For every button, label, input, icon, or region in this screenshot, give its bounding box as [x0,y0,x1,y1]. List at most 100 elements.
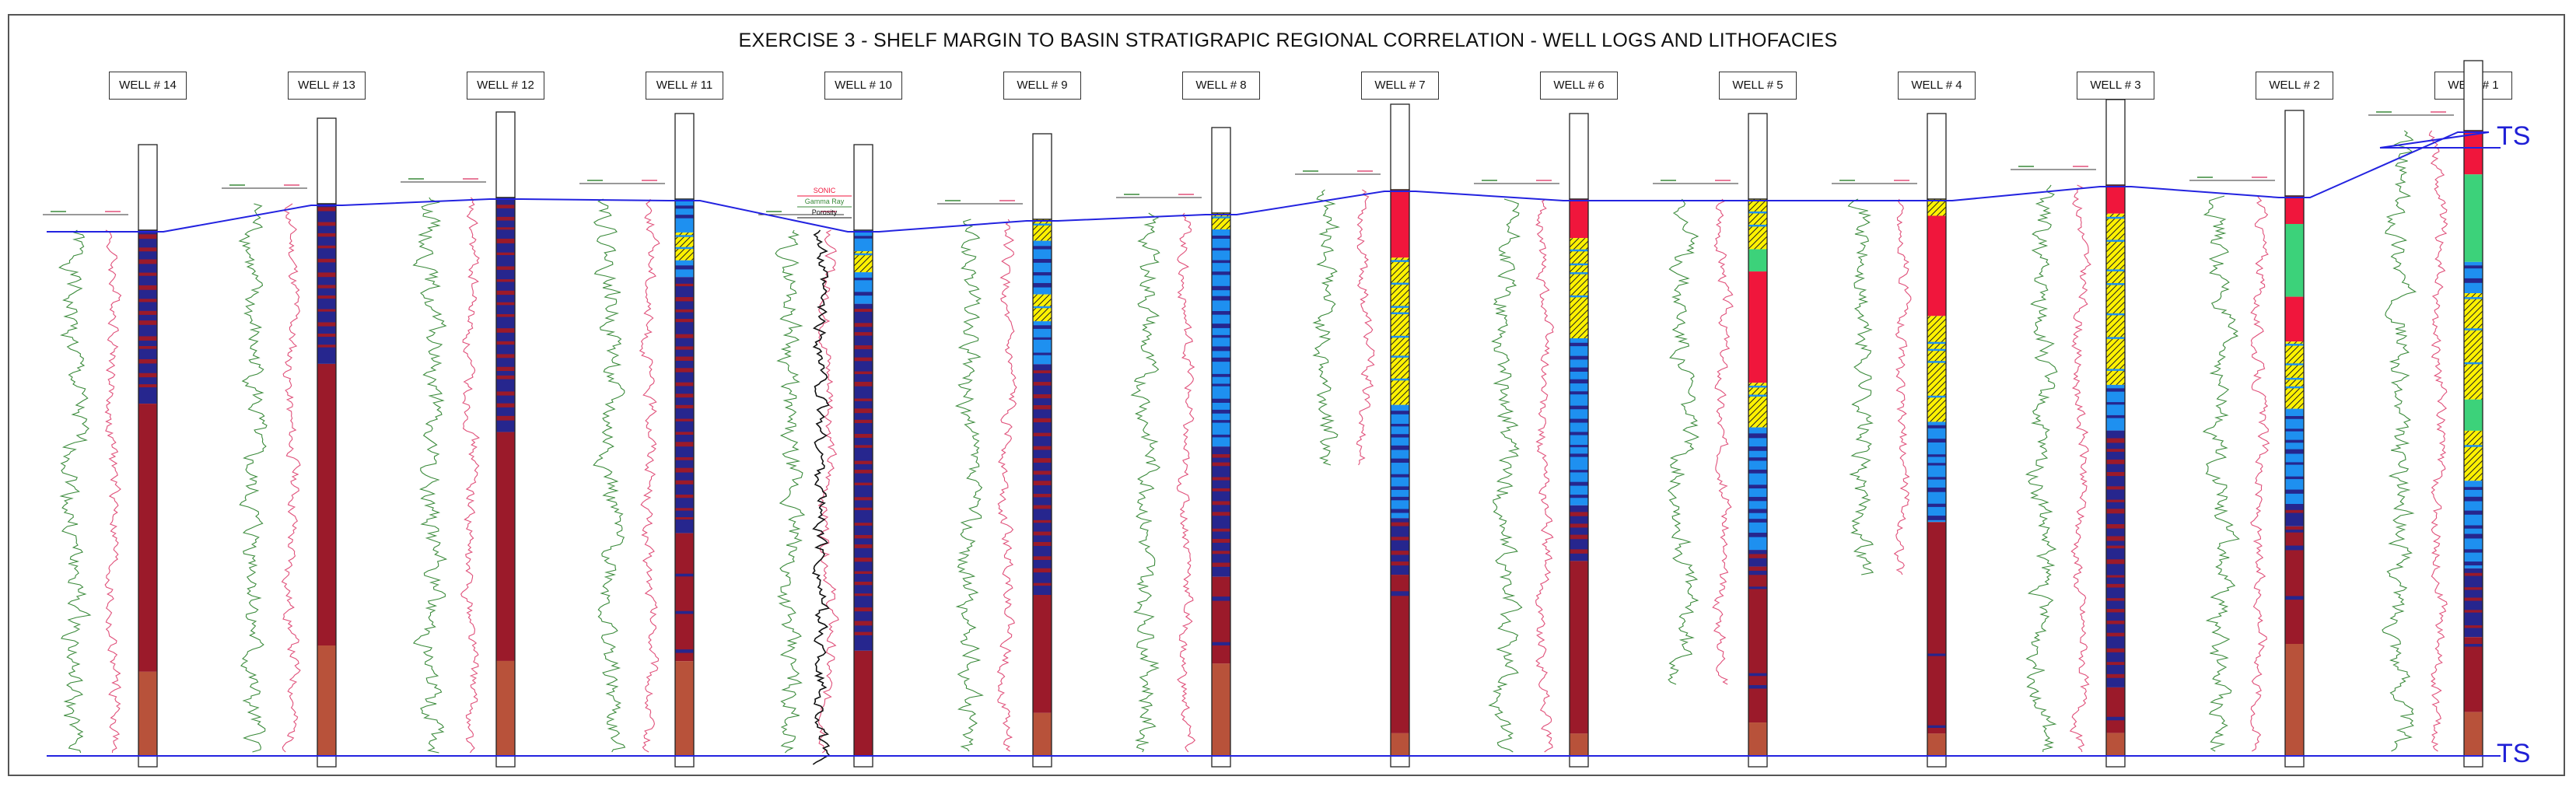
facies-interbed [2106,486,2125,490]
casing-base [1569,755,1589,768]
casing-top [1748,113,1768,200]
facies-interbed [1212,271,1230,275]
facies-interval [138,230,157,404]
facies-interbed [1212,260,1230,264]
facies-interbed [2106,598,2125,601]
facies-interbed [854,607,873,612]
facies-interbed [854,523,873,526]
diagram-title: EXERCISE 3 - SHELF MARGIN TO BASIN STRAT… [738,30,1838,51]
well-column [674,113,695,768]
facies-interval [2106,687,2125,733]
facies-interbed [1748,673,1767,677]
facies-interbed [1927,425,1946,428]
facies-interbed [1927,454,1946,457]
casing-base [2105,755,2126,768]
facies-interbed [317,309,336,312]
facies-interbed [675,495,694,498]
facies-interbed [1033,458,1052,463]
well-column [853,144,873,768]
facies-interbed [1570,481,1588,486]
facies-interval [1748,199,1767,250]
well-label-box: WELL # 5 [1719,72,1797,100]
diagram-frame [8,14,2565,776]
facies-interbed [2464,561,2483,566]
facies-interbed [138,247,157,252]
facies-interbed [1212,235,1230,239]
facies-interbed [675,610,694,614]
facies-interval [317,363,336,645]
facies-interbed [1033,582,1052,586]
facies-interbed [1570,295,1588,298]
facies-interval [1570,238,1588,338]
facies-interval [2285,526,2304,644]
facies-interval [1033,364,1052,595]
facies-interbed [1570,263,1588,266]
facies-interbed [1033,519,1052,523]
facies-interbed [1748,457,1767,461]
facies-interbed [1748,586,1767,589]
facies-interval [2285,341,2304,409]
facies-interbed [1748,509,1767,513]
facies-interbed [2285,545,2304,551]
facies-interbed [1391,434,1409,438]
log-curve [104,229,122,754]
facies-interbed [1212,462,1230,467]
facies-interbed [496,266,515,271]
facies-interbed [2106,583,2125,588]
facies-interbed [496,403,515,407]
facies-interbed [854,278,873,281]
facies-interbed [496,375,515,380]
facies-interval [1570,561,1588,734]
facies-interbed [2106,545,2125,549]
log-curve [1893,198,1912,575]
facies-interbed [1748,533,1767,537]
facies-interbed [1927,487,1946,492]
facies-interbed [1212,434,1230,438]
facies-interbed [138,234,157,240]
well-label-box: WELL # 3 [2077,72,2154,100]
facies-interval [2106,733,2125,756]
facies-interbed [1748,469,1767,474]
facies-interbed [675,334,694,338]
facies-interbed [496,216,515,221]
log-curve [1130,212,1161,753]
facies-interbed [675,346,694,350]
casing-base [1748,755,1768,768]
well-label-box: WELL # 2 [2256,72,2333,100]
facies-interbed [1033,352,1052,355]
facies-interval [2285,644,2304,756]
facies-interbed [1033,505,1052,509]
casing-base [1032,755,1052,768]
facies-interbed [1391,561,1409,566]
facies-interbed [854,357,873,362]
facies-interbed [2106,471,2125,477]
facies-interbed [1212,311,1230,315]
facies-interbed [675,508,694,511]
facies-interbed [1033,418,1052,423]
facies-interbed [1212,538,1230,543]
casing-top [1211,127,1231,214]
facies-interbed [1748,685,1767,689]
facies-interbed [675,235,694,237]
facies-interbed [138,336,157,341]
facies-interval [675,661,694,756]
facies-interbed [1033,404,1052,410]
facies-interbed [854,292,873,296]
facies-interbed [2106,523,2125,529]
facies-interval [496,432,515,661]
facies-interbed [1570,523,1588,528]
facies-interbed [1391,306,1409,308]
facies-interbed [854,544,873,548]
facies-interval [1927,316,1946,422]
legend-porosity-text: Porosity [812,208,838,216]
facies-interbed [2106,499,2125,502]
facies-interbed [1391,458,1409,463]
facies-interbed [1748,224,1767,227]
facies-interval [2285,196,2304,224]
facies-interval [2464,481,2483,568]
facies-interbed [1212,488,1230,491]
facies-interbed [1212,562,1230,567]
facies-interbed [496,279,515,282]
facies-interbed [138,359,157,364]
